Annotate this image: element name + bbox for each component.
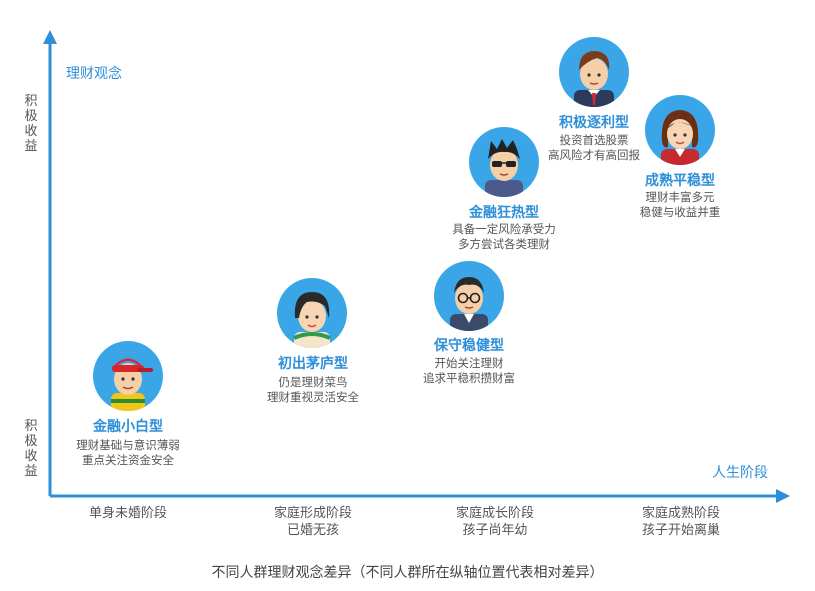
persona-title: 成熟平稳型: [645, 173, 715, 189]
sunglasses-man-avatar: [469, 127, 539, 197]
young-woman-avatar: [277, 278, 347, 348]
persona-title: 积极逐利型: [559, 115, 629, 131]
red-cap-boy-avatar: [93, 341, 163, 411]
stage-label: 单身未婚阶段: [88, 506, 168, 521]
persona-title: 金融狂热型: [469, 205, 539, 221]
suit-man-avatar: [559, 37, 629, 107]
y-axis-title: 理财观念: [66, 66, 122, 82]
y-axis-arrow: [43, 30, 57, 44]
persona-description: 具备一定风险承受力多方尝试各类理财: [452, 222, 556, 251]
x-axis-arrow: [776, 489, 790, 503]
persona-description: 理财基础与意识薄弱重点关注资金安全: [76, 438, 180, 467]
figure-caption: 不同人群理财观念差异（不同人群所在纵轴位置代表相对差异）: [211, 565, 604, 581]
mature-woman-avatar: [645, 95, 715, 165]
persona-title: 金融小白型: [93, 419, 163, 435]
stage-label: 家庭成长阶段孩子尚年幼: [455, 506, 535, 538]
persona-description: 仍是理财菜鸟理财重视灵活安全: [267, 375, 359, 404]
x-axis-title: 人生阶段: [712, 465, 768, 481]
persona-title: 初出茅庐型: [278, 356, 348, 372]
y-top-label: 积极收益: [24, 94, 38, 154]
persona-description: 理财丰富多元稳健与收益并重: [639, 190, 721, 219]
persona-title: 保守稳健型: [434, 338, 504, 354]
stage-label: 家庭成熟阶段孩子开始离巢: [641, 506, 721, 538]
y-bottom-label: 积极收益: [24, 419, 38, 479]
persona-description: 投资首选股票高风险才有高回报: [548, 133, 640, 162]
glasses-man-avatar: [434, 261, 504, 331]
stage-label: 家庭形成阶段已婚无孩: [273, 506, 353, 538]
persona-description: 开始关注理财追求平稳积攒财富: [423, 356, 515, 385]
